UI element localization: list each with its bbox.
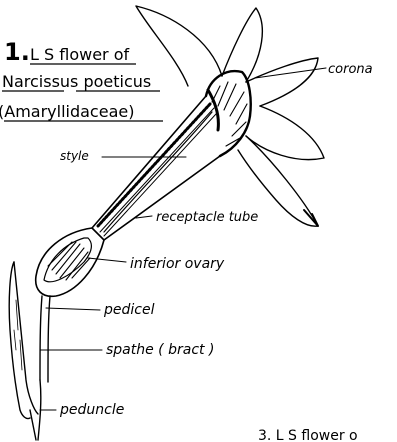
- label-corona: corona: [328, 62, 373, 77]
- title-line-3: (Amaryllidaceae): [0, 102, 134, 121]
- title-line-2: Narcissus poeticus: [2, 72, 151, 91]
- stem-structure: [9, 262, 50, 440]
- next-figure-caption: 3. L S flower o: [258, 428, 358, 442]
- title-line-1: L S flower of: [30, 45, 129, 64]
- figure-title: 1. L S flower of Narcissus poeticus (Ama…: [0, 38, 163, 121]
- label-style: style: [60, 149, 89, 163]
- label-inferior-ovary: inferior ovary: [130, 256, 225, 272]
- corona-structure: [206, 71, 251, 156]
- ovary-structure: [36, 228, 104, 296]
- label-receptacle-tube: receptacle tube: [156, 210, 258, 225]
- figure-number: 1.: [4, 38, 30, 66]
- label-pedicel: pedicel: [103, 302, 155, 318]
- label-peduncle: peduncle: [59, 402, 124, 418]
- label-spathe: spathe ( bract ): [106, 342, 214, 358]
